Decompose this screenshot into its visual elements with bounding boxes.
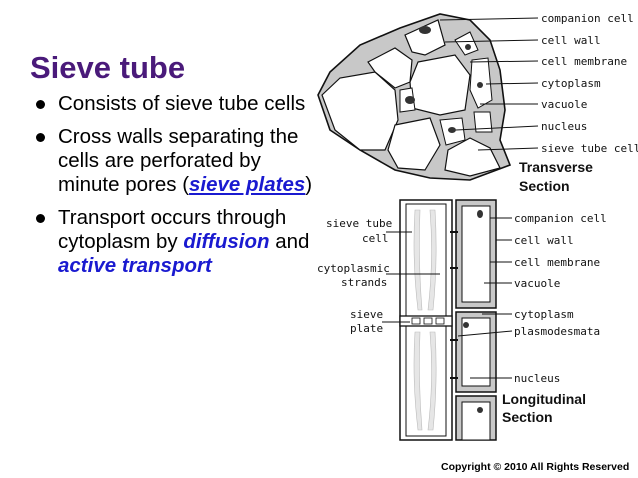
label-sieve-tube-cell-1: sieve tube bbox=[326, 217, 392, 230]
label-l-cytoplasm: cytoplasm bbox=[514, 308, 574, 321]
bullet-text: Cross walls separating the cells are per… bbox=[58, 125, 299, 196]
bullet-item: Consists of sieve tube cells bbox=[34, 92, 319, 116]
label-l-plasmodesmata: plasmodesmata bbox=[514, 325, 600, 338]
bullet-text: Transport occurs through cytoplasm by bbox=[58, 206, 287, 253]
label-l-vacuole: vacuole bbox=[514, 277, 560, 290]
active-transport-term: active transport bbox=[58, 254, 212, 277]
transverse-section-drawing bbox=[317, 13, 539, 181]
label-sieve-tube-cell-2: cell bbox=[362, 232, 389, 245]
label-cell-membrane: cell membrane bbox=[541, 55, 627, 68]
label-sieve-plate-1: sieve bbox=[350, 308, 383, 321]
diffusion-term: diffusion bbox=[183, 230, 270, 253]
label-l-companion-cell: companion cell bbox=[514, 212, 607, 225]
bullet-text: Consists of sieve tube cells bbox=[58, 92, 306, 115]
bullet-list: Consists of sieve tube cells Cross walls… bbox=[34, 92, 319, 287]
transverse-title-2: Section bbox=[519, 178, 570, 194]
sieve-plates-term: sieve plates bbox=[189, 173, 306, 196]
label-cytoplasmic-strands-1: cytoplasmic bbox=[317, 262, 390, 275]
bullet-text: ) bbox=[305, 173, 313, 196]
slide-title: Sieve tube bbox=[30, 50, 186, 85]
label-cell-wall: cell wall bbox=[541, 34, 601, 47]
label-vacuole: vacuole bbox=[541, 98, 587, 111]
label-l-nucleus: nucleus bbox=[514, 372, 560, 385]
longitudinal-section-drawing bbox=[382, 199, 513, 441]
label-nucleus: nucleus bbox=[541, 120, 587, 133]
label-cytoplasm: cytoplasm bbox=[541, 77, 601, 90]
label-sieve-plate-2: plate bbox=[350, 322, 383, 335]
transverse-title: Transverse bbox=[519, 159, 593, 175]
longitudinal-title-2: Section bbox=[502, 409, 553, 425]
longitudinal-title: Longitudinal bbox=[502, 391, 586, 407]
longitudinal-labels: sieve tube cell cytoplasmic strands siev… bbox=[317, 212, 607, 425]
bullet-item: Cross walls separating the cells are per… bbox=[34, 125, 319, 197]
label-sieve-tube-cell: sieve tube cell bbox=[541, 142, 638, 155]
copyright-notice: Copyright © 2010 All Rights Reserved bbox=[441, 461, 630, 473]
bullet-item: Transport occurs through cytoplasm by di… bbox=[34, 206, 319, 278]
bullet-text: and bbox=[269, 230, 310, 253]
label-cytoplasmic-strands-2: strands bbox=[341, 276, 387, 289]
label-l-cell-membrane: cell membrane bbox=[514, 256, 600, 269]
label-companion-cell: companion cell bbox=[541, 12, 634, 25]
transverse-labels: companion cell cell wall cell membrane c… bbox=[519, 12, 638, 194]
label-l-cell-wall: cell wall bbox=[514, 234, 574, 247]
